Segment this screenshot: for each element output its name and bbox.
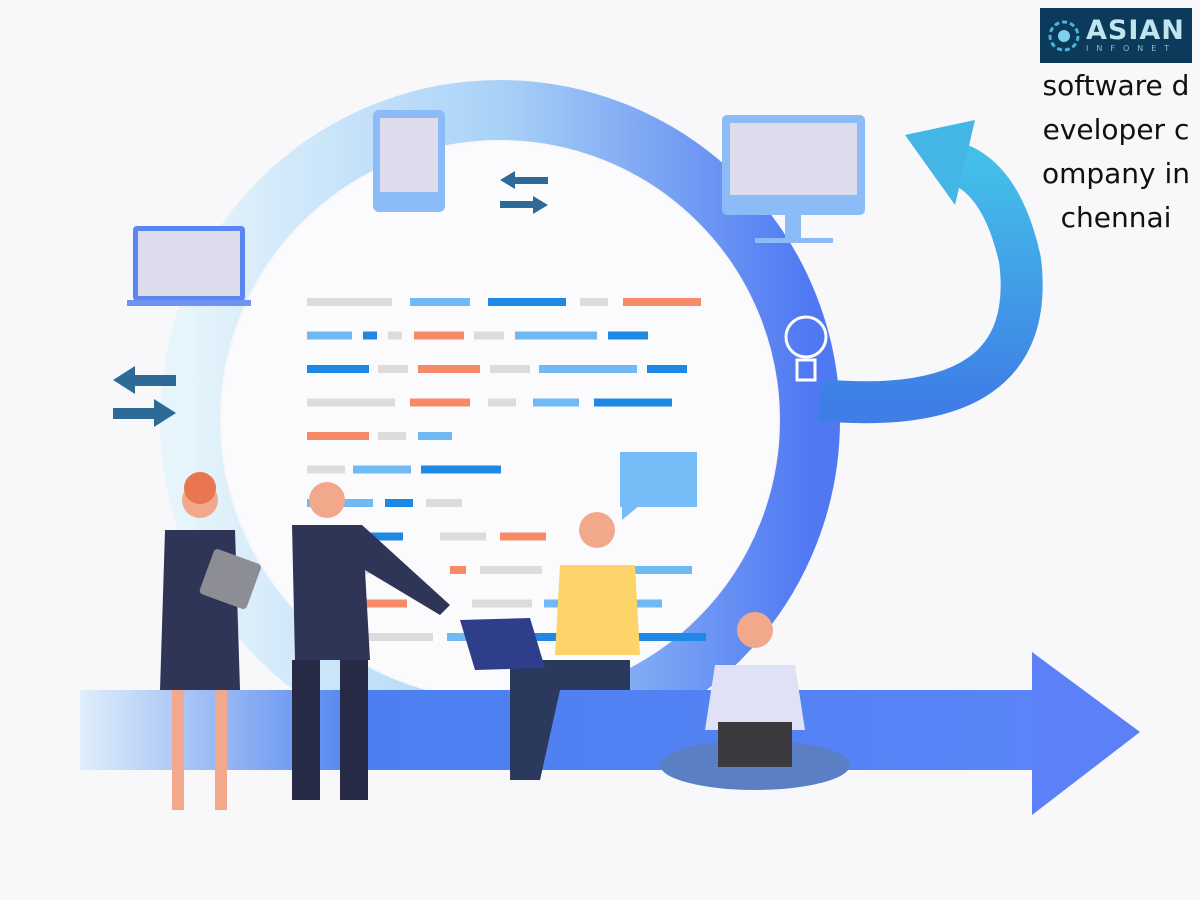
code-line-segment	[410, 398, 470, 407]
code-line-segment	[488, 398, 516, 407]
code-line-segment	[378, 432, 406, 440]
code-line-segment	[307, 465, 345, 474]
man-standing-figure	[292, 482, 450, 800]
woman-figure	[160, 472, 261, 810]
man-sitting-laptop-figure	[460, 512, 640, 780]
caption-text: software developer company in chennai	[1041, 69, 1191, 234]
code-line-segment	[533, 398, 579, 407]
logo-main-text: ASIAN	[1086, 15, 1185, 46]
code-line-segment	[488, 298, 566, 306]
code-line-segment	[480, 566, 542, 574]
forward-arrow-head	[1032, 652, 1140, 815]
code-line-segment	[307, 365, 369, 373]
code-line-segment	[440, 532, 486, 541]
code-line-segment	[426, 499, 462, 507]
code-line-segment	[410, 298, 470, 306]
logo-sub-text: INFONET	[1086, 44, 1178, 53]
code-line-segment	[539, 365, 637, 373]
monitor-icon	[722, 115, 865, 243]
code-line-segment	[418, 432, 452, 440]
forward-arrow-bar	[80, 690, 1040, 770]
speech-bubble	[620, 452, 697, 507]
code-line-segment	[472, 599, 532, 608]
logo-mark-icon	[1048, 20, 1080, 51]
curl-arrow	[818, 139, 1043, 424]
code-line-segment	[421, 465, 501, 474]
exchange-arrows-icon	[113, 171, 548, 427]
laptop-icon	[127, 226, 251, 306]
man-crosslegged-figure	[660, 612, 850, 790]
tablet-icon	[373, 110, 445, 212]
code-line-segment	[647, 365, 687, 373]
code-line-segment	[307, 398, 395, 407]
code-line-segment	[418, 365, 480, 373]
code-line-segment	[474, 331, 504, 340]
code-line-segment	[414, 331, 464, 340]
code-line-segment	[515, 331, 597, 340]
lightbulb-icon	[784, 315, 828, 382]
asian-infonet-logo: ASIAN INFONET	[1040, 8, 1192, 63]
code-line-segment	[307, 633, 433, 641]
code-line-segment	[307, 432, 369, 440]
code-line-segment	[307, 298, 392, 306]
code-line-segment	[447, 633, 473, 641]
code-line-segment	[378, 365, 408, 373]
code-line-segment	[594, 398, 672, 407]
code-line-segment	[623, 298, 701, 306]
code-line-segment	[608, 331, 648, 340]
code-line-segment	[490, 365, 530, 373]
code-line-segment	[385, 499, 413, 507]
code-line-segment	[363, 331, 377, 340]
code-line-segment	[353, 465, 411, 474]
code-line-segment	[450, 566, 466, 574]
code-line-segment	[307, 331, 352, 340]
code-line-segment	[388, 331, 402, 340]
code-line-segment	[580, 298, 608, 306]
code-line-segment	[500, 532, 546, 541]
